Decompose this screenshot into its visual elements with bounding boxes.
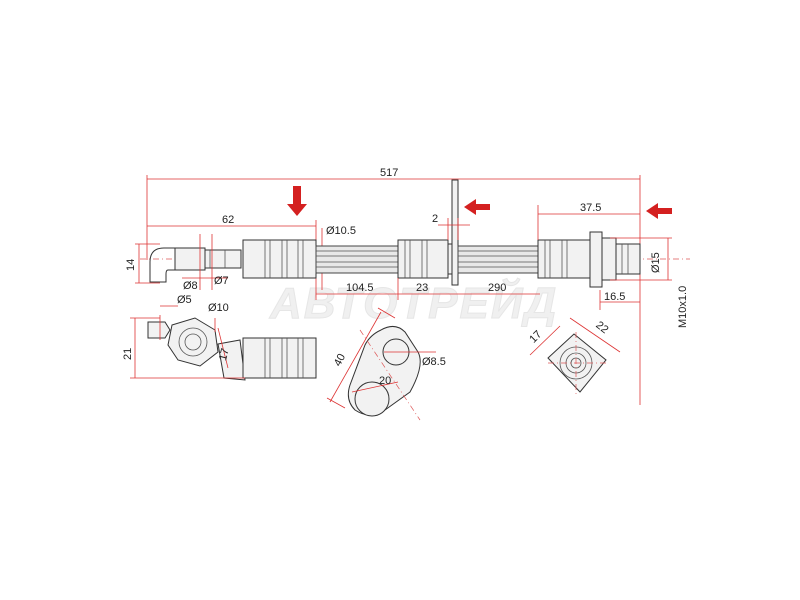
nut-17-label: 17 xyxy=(527,328,544,345)
seg-104-5-label: 104.5 xyxy=(346,282,374,294)
bracket-20-label: 20 xyxy=(379,375,391,387)
dia-5-label: Ø5 xyxy=(177,294,192,306)
left-fitting-label: 62 xyxy=(222,214,234,226)
right-fitting-label: 37.5 xyxy=(580,202,601,214)
seg-23-label: 23 xyxy=(416,282,428,294)
seg-290-label: 290 xyxy=(488,282,506,294)
hex-17-label: 17 xyxy=(217,347,232,362)
hose-segment-right xyxy=(457,245,539,274)
left-fitting-dimension: 62 xyxy=(147,214,317,300)
dia-10-label: Ø10 xyxy=(208,302,229,314)
bracket-40-label: 40 xyxy=(332,352,348,368)
height-21-label: 21 xyxy=(122,348,134,360)
left-bent-end xyxy=(149,247,242,283)
overall-length-label: 517 xyxy=(380,167,398,179)
left-crimp-fitting xyxy=(242,239,317,279)
bracket-hole-label: Ø8.5 xyxy=(422,356,446,368)
red-arrow-icon xyxy=(287,186,307,216)
end-height-label: 14 xyxy=(125,259,137,271)
flange-label: 2 xyxy=(432,213,438,225)
dia-7-label: Ø7 xyxy=(214,275,229,287)
segment-dimensions: 104.5 23 290 xyxy=(316,278,540,300)
overall-length-dimension: 517 xyxy=(146,167,641,405)
flange-dimension: 2 xyxy=(432,213,470,240)
end-view-dimensions: 21 Ø5 Ø10 17 xyxy=(122,294,245,379)
right-fitting xyxy=(537,231,641,288)
angled-end-view xyxy=(147,317,317,381)
watermark-logo: АВТОТРЕЙД xyxy=(269,277,558,328)
red-arrow-icon xyxy=(646,203,672,219)
right-16-5-label: 16.5 xyxy=(604,291,625,303)
middle-fitting xyxy=(397,179,459,286)
hose-segment-left xyxy=(315,245,399,274)
bracket-dimensions: 40 20 Ø8.5 xyxy=(326,307,446,409)
nut-end-view xyxy=(547,332,607,395)
end-height-dimension: 14 xyxy=(125,243,160,284)
bracket-view xyxy=(347,326,436,421)
right-fitting-dimension: 37.5 xyxy=(537,202,640,240)
hose-dia-label: Ø10.5 xyxy=(326,225,356,237)
thread-label: M10x1.0 xyxy=(677,286,689,328)
right-end-dimensions: Ø15 M10x1.0 16.5 xyxy=(599,237,689,328)
dia-15-label: Ø15 xyxy=(650,252,662,273)
small-dia-dimensions: Ø8 Ø7 xyxy=(182,234,229,292)
red-arrow-icon xyxy=(464,199,490,215)
nut-22-label: 22 xyxy=(593,319,610,336)
dia-8-label: Ø8 xyxy=(183,280,198,292)
